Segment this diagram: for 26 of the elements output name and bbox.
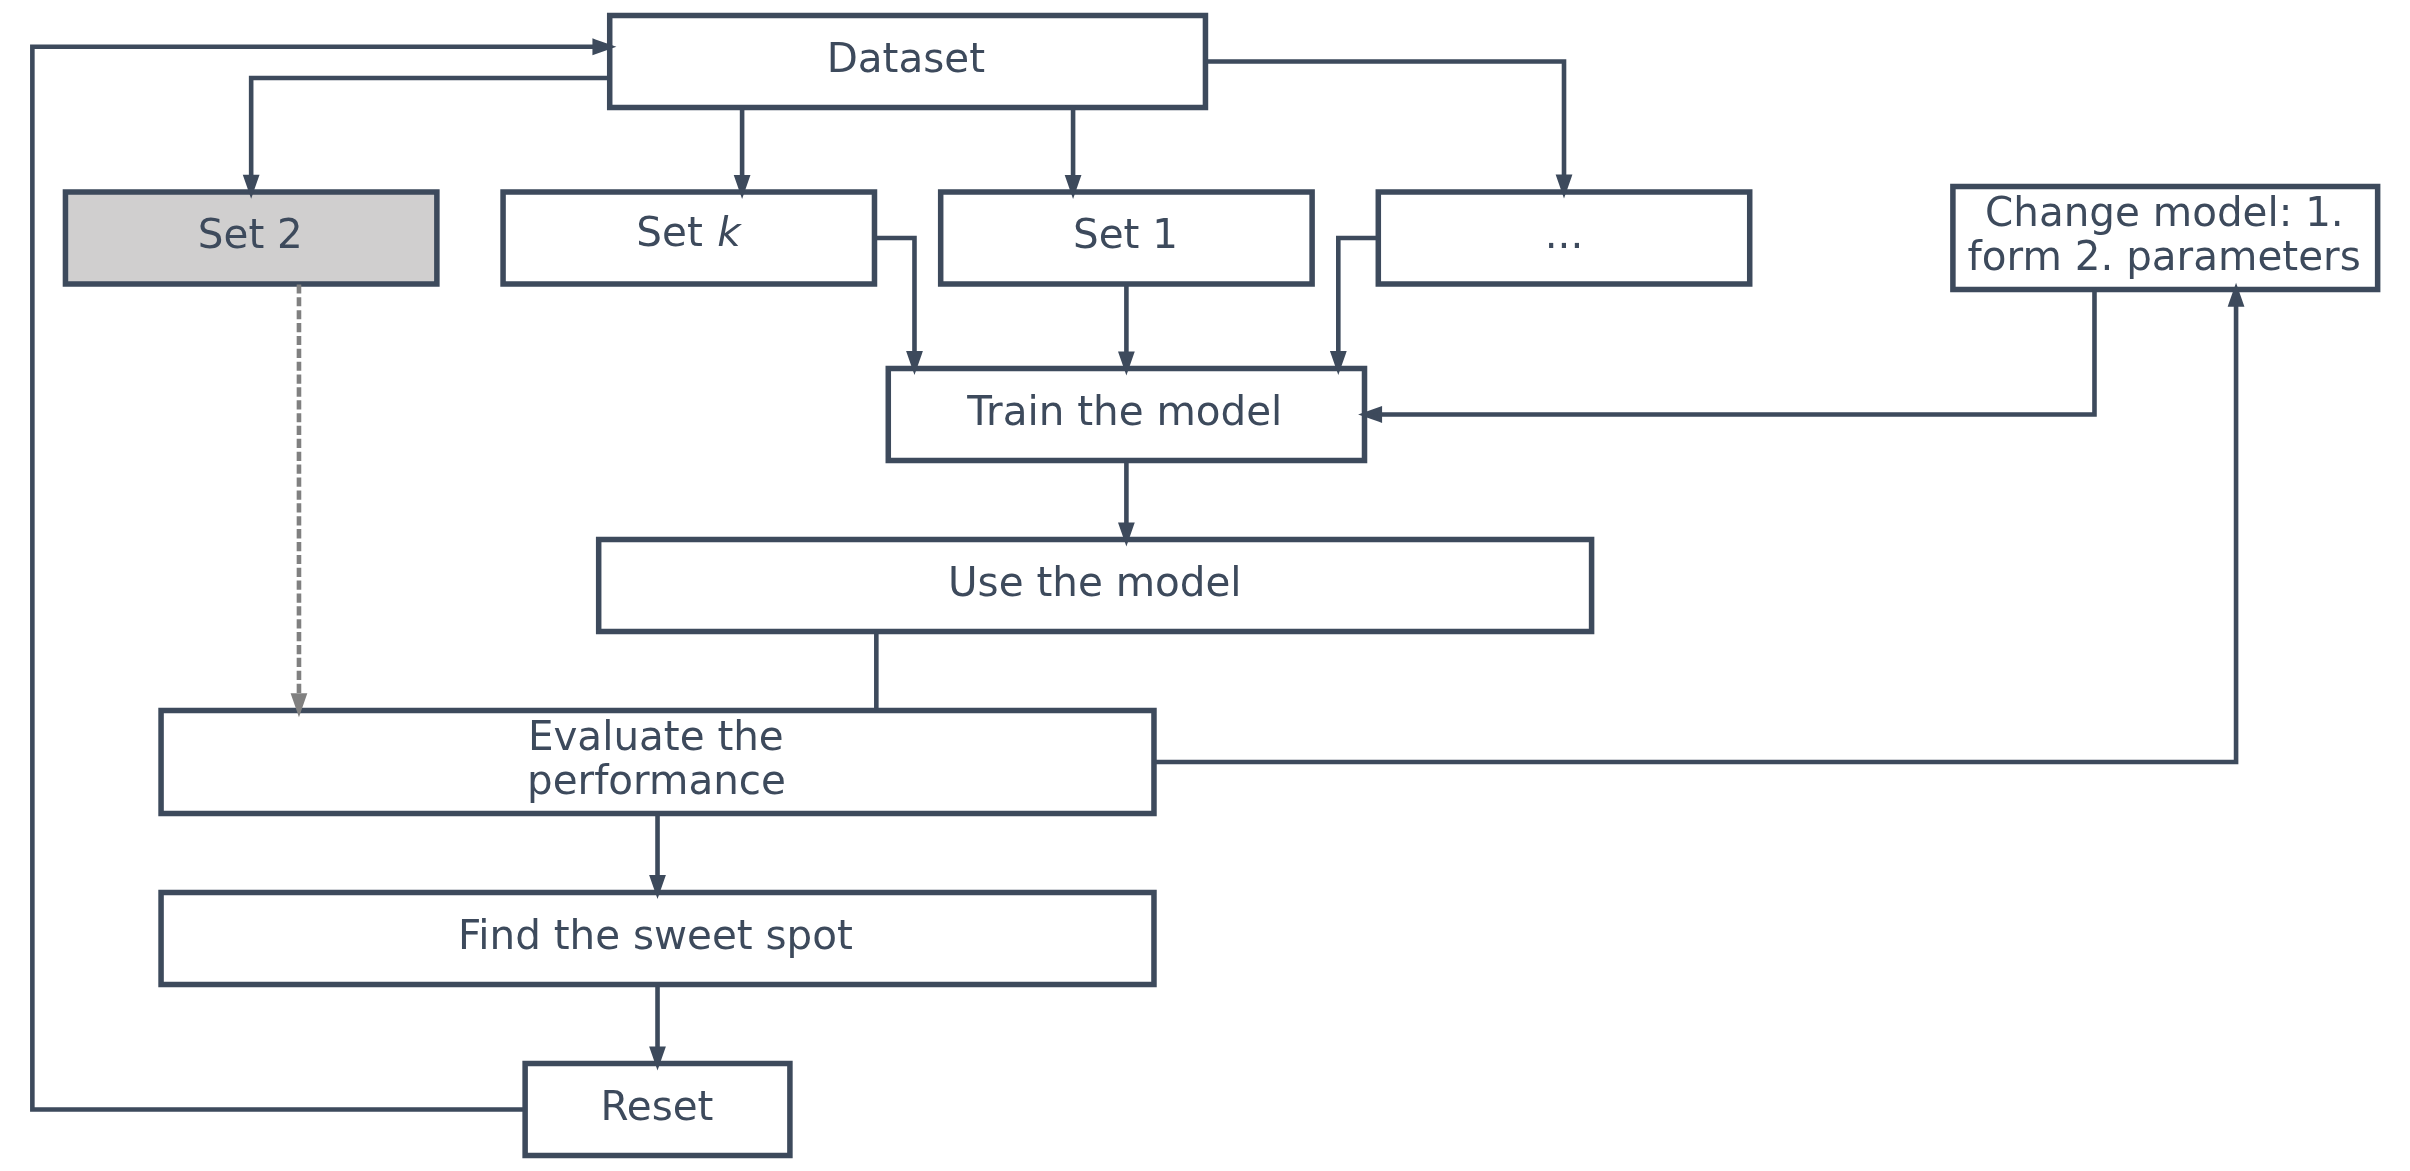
arrow bbox=[1358, 289, 2097, 423]
arrow bbox=[1329, 235, 1379, 376]
node-box: Change model: 1. form 2. parameters bbox=[1950, 183, 2381, 293]
node-box: Evaluate the performance bbox=[158, 707, 1157, 817]
arrow bbox=[874, 235, 923, 376]
node-box: Train the model bbox=[885, 365, 1368, 464]
node-box: ... bbox=[1375, 189, 1753, 287]
connector bbox=[874, 631, 879, 711]
arrow bbox=[290, 284, 308, 718]
arrow bbox=[1154, 282, 2245, 765]
node-box: Set k bbox=[500, 189, 878, 287]
node-box: Find the sweet spot bbox=[158, 889, 1157, 988]
arrow bbox=[1205, 59, 1573, 199]
node-box: Set 2 bbox=[62, 189, 440, 287]
arrow bbox=[649, 813, 666, 899]
arrow bbox=[733, 107, 751, 199]
arrow bbox=[1118, 284, 1135, 376]
node-box: Set 1 bbox=[937, 189, 1315, 287]
node-box: Dataset bbox=[606, 12, 1209, 111]
node-box: Reset bbox=[522, 1060, 793, 1159]
node-box: Use the model bbox=[595, 536, 1595, 635]
arrow bbox=[30, 38, 617, 1112]
arrow bbox=[649, 985, 666, 1071]
arrow bbox=[1118, 461, 1135, 547]
arrow bbox=[1064, 107, 1082, 199]
arrow bbox=[242, 75, 610, 199]
